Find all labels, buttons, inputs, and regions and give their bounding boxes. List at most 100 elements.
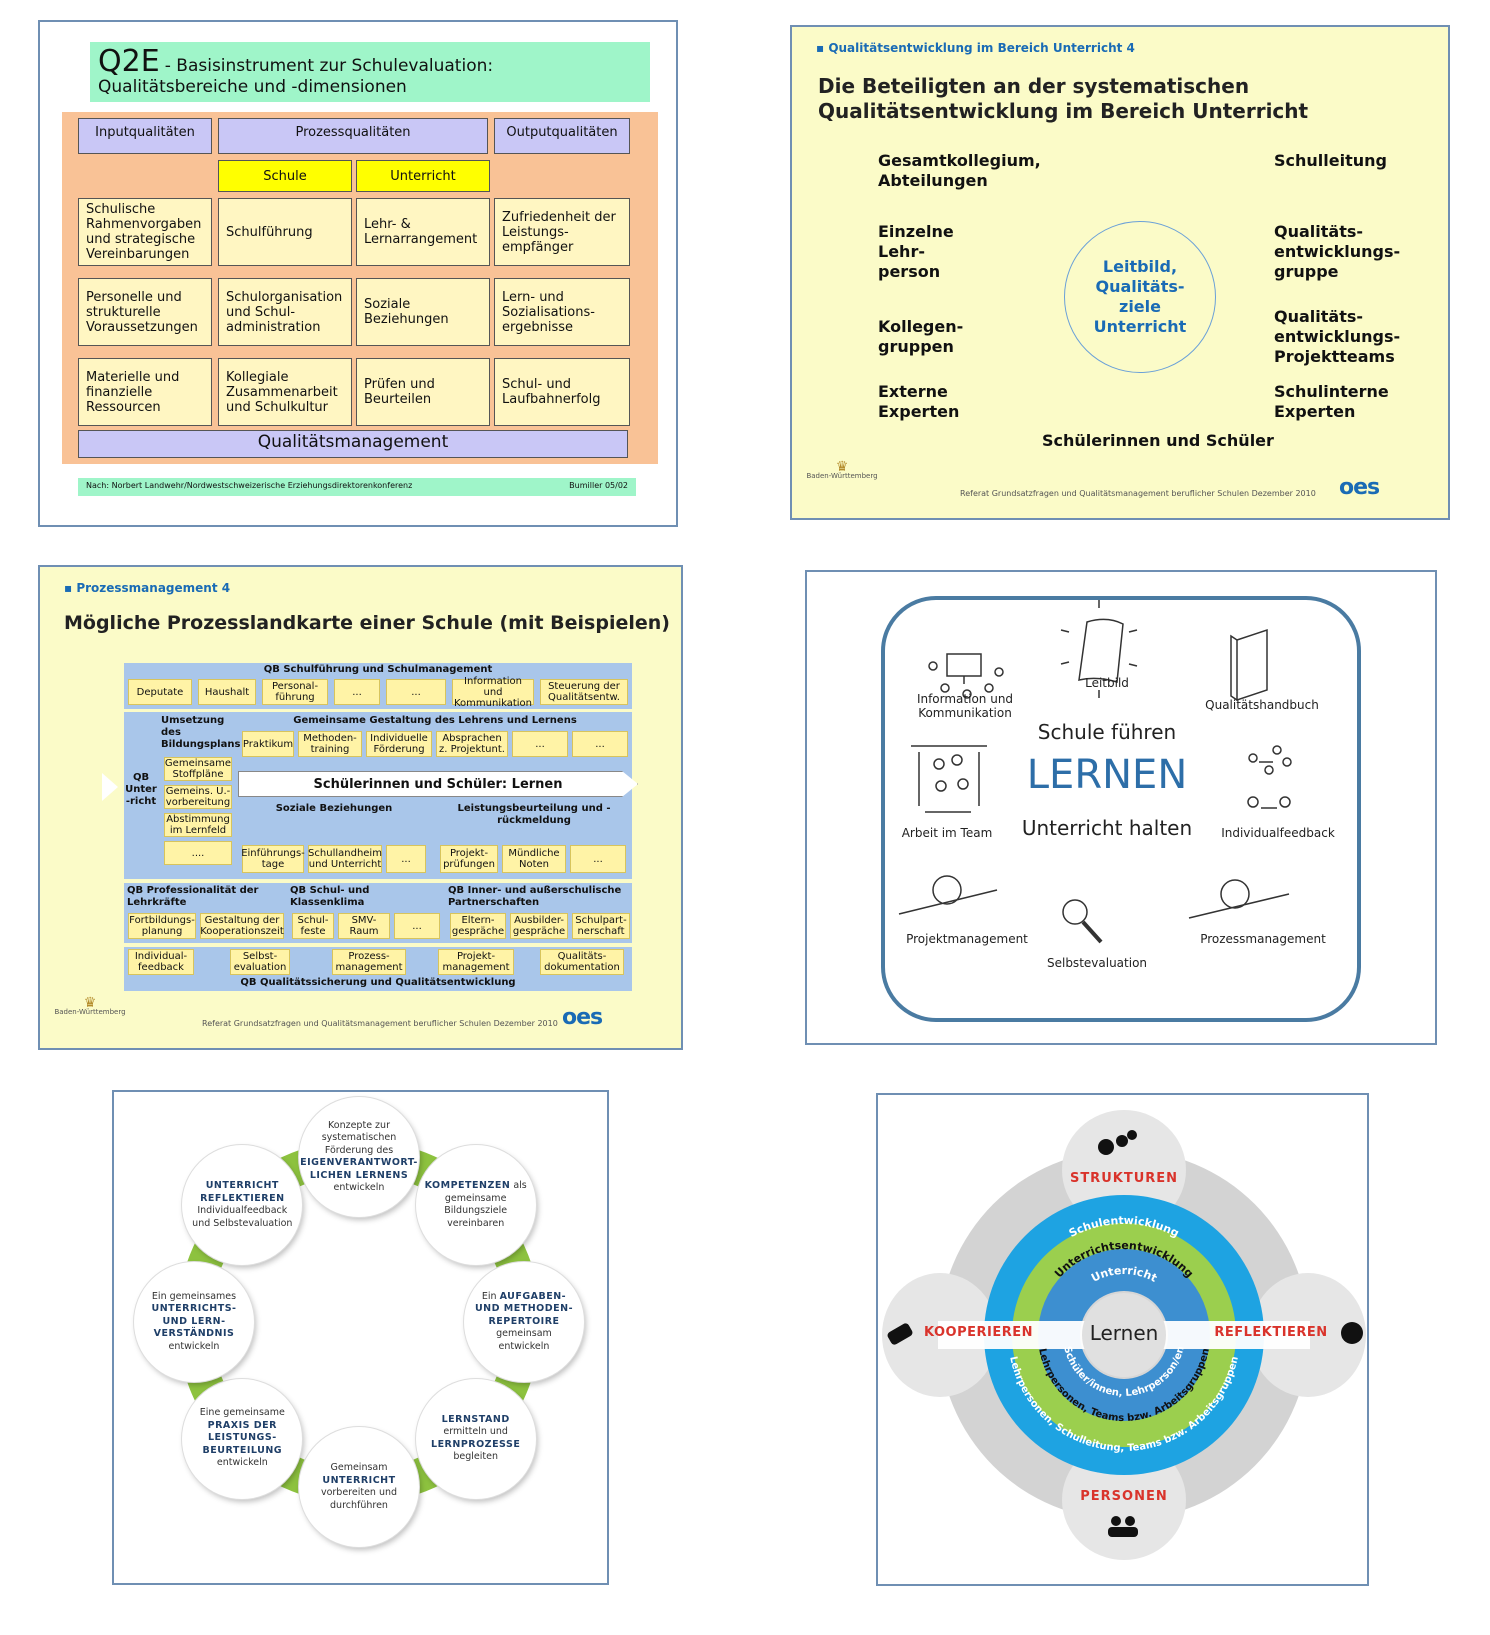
kreis-bold-1: KOMPETENZEN <box>424 1180 511 1192</box>
q2e-grid: Inputqualitäten Prozessqualitäten Output… <box>62 112 658 464</box>
reflektieren-label: REFLEKTIEREN <box>1214 1325 1328 1340</box>
label-selbstevaluation: Selbstevaluation <box>1046 956 1148 970</box>
umsetzung-item-3: .... <box>164 841 232 865</box>
label-individualfeedback: Individualfeedback <box>1221 826 1335 840</box>
coat-text-2: Baden-Württemberg <box>54 1008 126 1016</box>
q2e-cell-r1-c3: Lern- und Sozialisations-ergebnisse <box>494 278 630 346</box>
kreis-panel: Konzepte zur systematischen Förderung de… <box>112 1090 609 1585</box>
sub-unterricht: Unterricht <box>356 160 490 192</box>
gemeinsame-item-4: ... <box>512 731 568 757</box>
q2e-cell-r2-c3: Schul- und Laufbahnerfolg <box>494 358 630 426</box>
kreis-bold-6: UNTERRICHTS- UND LERN- VERSTÄNDNIS <box>151 1303 237 1340</box>
kreis-pre-5: Eine gemeinsame <box>199 1407 285 1419</box>
gemeinsame-item-2: Individuelle Förderung <box>366 731 432 757</box>
kreis-circle-text-1: KOMPETENZEN als gemeinsame Bildungsziele… <box>424 1180 528 1230</box>
kreis-circle-text-0: Konzepte zur systematischen Förderung de… <box>300 1120 418 1195</box>
coat-of-arms-logo: ♛Baden-Württemberg <box>806 459 878 480</box>
lernen-arrow-text: Schülerinnen und Schüler: Lernen <box>313 776 563 792</box>
sub-schule: Schule <box>218 160 352 192</box>
qualitaetsmanagement: Qualitätsmanagement <box>78 430 628 458</box>
q2e-cell-r0-c0: Schulische Rahmenvorgaben und strategisc… <box>78 198 212 266</box>
gemeinsame-item-3: Absprachen z. Projektunt. <box>436 731 508 757</box>
q2e-title-big: Q2E <box>98 44 160 79</box>
q2e-cell-r1-c1: Schulorganisation und Schul-administrati… <box>218 278 352 346</box>
label-qualitaetshandbuch: Qualitätshandbuch <box>1205 698 1319 712</box>
kreis-circle-6: Ein gemeinsames UNTERRICHTS- UND LERN- V… <box>134 1262 254 1382</box>
gemeinsame-item-5: ... <box>572 731 628 757</box>
q2e-cell-r2-c1: Kollegiale Zusammenarbeit und Schulkultu… <box>218 358 352 426</box>
leitbild-text: Leitbild, Qualitäts- ziele Unterricht <box>1093 257 1187 336</box>
header-prozess: Prozessqualitäten <box>218 118 488 154</box>
q2e-footer: Nach: Norbert Landwehr/Nordwestschweizer… <box>78 478 636 496</box>
kreis-pre-0: Konzepte zur systematischen Förderung de… <box>321 1119 397 1156</box>
gemeinsame-item-0: Praktikum <box>242 731 294 757</box>
leistung-item-0: Projekt- prüfungen <box>440 845 498 873</box>
top-item-5: Information und Kommunikation <box>452 675 534 709</box>
q2e-cell-r1-c0: Personelle und strukturelle Voraussetzun… <box>78 278 212 346</box>
q2e-title-line2: Qualitätsbereiche und -dimensionen <box>98 77 407 97</box>
q2e-footer-left: Nach: Norbert Landwehr/Nordwestschweizer… <box>86 481 413 490</box>
partner-item-0: Eltern- gespräche <box>450 913 506 939</box>
lernen-icons <box>898 600 1292 944</box>
strukturen-label: STRUKTUREN <box>1069 1171 1179 1186</box>
qs-item-0: Individual- feedback <box>128 949 194 975</box>
partner-item-1: Ausbilder- gespräche <box>510 913 568 939</box>
top-item-4: ... <box>386 679 446 705</box>
q2e-footer-right: Bumiller 05/02 <box>569 481 628 490</box>
feedback-group-icon <box>1248 745 1292 775</box>
umsetzung-header: Umsetzung des Bildungsplans <box>161 715 241 750</box>
klima-item-1: SMV- Raum <box>338 913 390 939</box>
leistung-header: Leistungsbeurteilung und -rückmeldung <box>457 803 611 826</box>
input-arrow <box>102 773 118 801</box>
klima-item-0: Schul- feste <box>292 913 334 939</box>
kreis-circle-text-4: Gemeinsam UNTERRICHT vorbereiten und dur… <box>307 1462 411 1512</box>
prozesslandkarte-panel: ▪ Prozessmanagement 4 Mögliche Prozessla… <box>38 565 683 1050</box>
prof-item-0: Fortbildungs- planung <box>128 913 196 939</box>
bottom-label: Schülerinnen und Schüler <box>1042 431 1274 450</box>
q2e-cell-r0-c1: Schulführung <box>218 198 352 266</box>
rad-center: Lernen <box>1089 1321 1159 1345</box>
rad-svg: Schulentwicklung Unterrichtsentwicklung … <box>882 1110 1366 1560</box>
top-item-1: Haushalt <box>198 679 256 705</box>
soziale-item-1: Schullandheim und Unterricht <box>308 845 382 873</box>
kreis-circle-text-2: Ein AUFGABEN- UND METHODEN- REPERTOIRE g… <box>472 1291 576 1354</box>
umsetzung-item-0: Gemeinsame Stoffpläne <box>164 757 232 781</box>
kreis-circle-3: LERNSTAND ermitteln und LERNPROZESSE beg… <box>415 1378 536 1499</box>
beteiligte-title-2: Qualitätsentwicklung im Bereich Unterric… <box>818 99 1309 123</box>
kreis-bold-2: AUFGABEN- UND METHODEN- REPERTOIRE <box>474 1290 574 1327</box>
lernen-arrow: Schülerinnen und Schüler: Lernen <box>238 771 638 797</box>
qs-item-4: Qualitäts- dokumentation <box>540 949 624 975</box>
prozess-title: Mögliche Prozesslandkarte einer Schule (… <box>64 612 670 634</box>
qb-schulfuehrung-header: QB Schulführung und Schulmanagement <box>263 664 493 675</box>
book-icon <box>1230 628 1268 702</box>
kreis-post-4: vorbereiten und durchführen <box>320 1487 398 1511</box>
q2e-title: Q2E - Basisinstrument zur Schulevaluatio… <box>90 42 650 102</box>
lernen-heading: LERNEN <box>1026 752 1188 798</box>
kreis-bold-0: EIGENVERANTWORT- LICHEN LERNENS <box>300 1157 418 1181</box>
coat-text: Baden-Württemberg <box>806 472 878 480</box>
right-label-2: Qualitäts- entwicklungs- gruppe <box>1274 222 1401 281</box>
oes-logo-2: oes <box>562 1005 603 1030</box>
leistung-item-1: Mündliche Noten <box>502 845 566 873</box>
prozess-bullet-text: Prozessmanagement 4 <box>76 581 231 595</box>
kreis-bold2-3: LERNPROZESSE <box>431 1438 521 1450</box>
q2e-cell-r0-c2: Lehr- & Lernarrangement <box>356 198 490 266</box>
q2e-cell-r1-c2: Soziale Beziehungen <box>356 278 490 346</box>
umsetzung-item-2: Abstimmung im Lernfeld <box>164 813 232 837</box>
prozess-bullet: ▪ Prozessmanagement 4 <box>64 581 231 595</box>
klima-header: QB Schul- und Klassenklima <box>290 885 370 908</box>
kreis-post-2: gemeinsam entwickeln <box>496 1328 552 1352</box>
kreis-circle-4: Gemeinsam UNTERRICHT vorbereiten und dur… <box>299 1427 419 1547</box>
kreis-circle-0: Konzepte zur systematischen Förderung de… <box>299 1097 419 1217</box>
q2e-cell-r2-c0: Materielle und finanzielle Ressourcen <box>78 358 212 426</box>
kreis-post-5: entwickeln <box>216 1457 268 1469</box>
head-icon <box>1341 1322 1363 1344</box>
kreis-bold-3: LERNSTAND <box>441 1413 510 1425</box>
gears-icon <box>1098 1130 1137 1155</box>
kreis-post2-3: begleiten <box>453 1451 498 1463</box>
schule-fuehren: Schule führen <box>1037 720 1177 744</box>
kreis-pre-2: Ein <box>481 1290 497 1302</box>
header-output: Outputqualitäten <box>494 118 630 154</box>
top-item-3: ... <box>334 679 380 705</box>
kreis-circle-2: Ein AUFGABEN- UND METHODEN- REPERTOIRE g… <box>464 1262 584 1382</box>
